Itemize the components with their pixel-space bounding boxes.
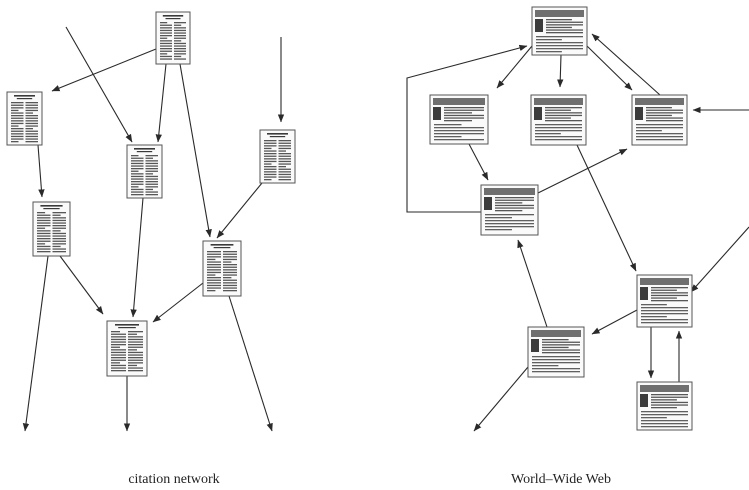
edge-arrow-8 (22, 255, 49, 432)
edge-arrow-17 (591, 33, 661, 96)
paper-node-5 (32, 201, 71, 257)
edge-arrow-3 (155, 63, 167, 143)
edge-loop-arrow-1 (406, 44, 528, 213)
edge-arrow-2 (51, 48, 157, 92)
paper-node-2 (6, 91, 43, 146)
paper-node-6 (202, 240, 242, 297)
edge-arrow-15 (557, 54, 564, 88)
caption-world-wide-web: World–Wide Web (511, 472, 611, 487)
webpage-node-8 (636, 381, 693, 431)
nodes-layer (6, 6, 693, 431)
paper-node-1 (155, 11, 191, 65)
paper-node-7 (106, 320, 148, 377)
edge-arrow-4 (179, 63, 212, 238)
edges-layer (22, 26, 749, 432)
edge-arrow-14 (496, 45, 533, 89)
paper-node-4 (259, 129, 296, 184)
edge-arrow-6 (216, 182, 263, 239)
edge-arrow-1 (65, 26, 133, 143)
edge-arrow-26 (517, 239, 548, 328)
webpage-node-3 (530, 94, 587, 146)
edge-arrow-22 (690, 226, 749, 293)
edge-arrow-9 (59, 255, 104, 315)
edge-arrow-11 (152, 282, 204, 323)
captions-layer: citation network World–Wide Web (128, 472, 611, 487)
caption-citation-network: citation network (128, 472, 219, 487)
edge-arrow-7 (37, 144, 45, 198)
paper-node-3 (126, 144, 163, 199)
edge-arrow-23 (591, 309, 638, 335)
edge-arrow-27 (473, 366, 529, 432)
webpage-node-4 (631, 94, 688, 146)
edge-arrow-19 (468, 143, 489, 181)
webpage-node-6 (636, 274, 693, 328)
edge-arrow-21 (576, 144, 637, 272)
webpage-node-5 (480, 184, 539, 236)
edge-arrow-20 (537, 148, 628, 194)
edge-arrow-10 (130, 197, 144, 318)
webpage-node-7 (527, 326, 585, 378)
edge-arrow-16 (586, 45, 633, 91)
webpage-node-1 (531, 6, 588, 56)
webpage-node-2 (429, 94, 489, 145)
edge-arrow-12 (228, 295, 273, 432)
